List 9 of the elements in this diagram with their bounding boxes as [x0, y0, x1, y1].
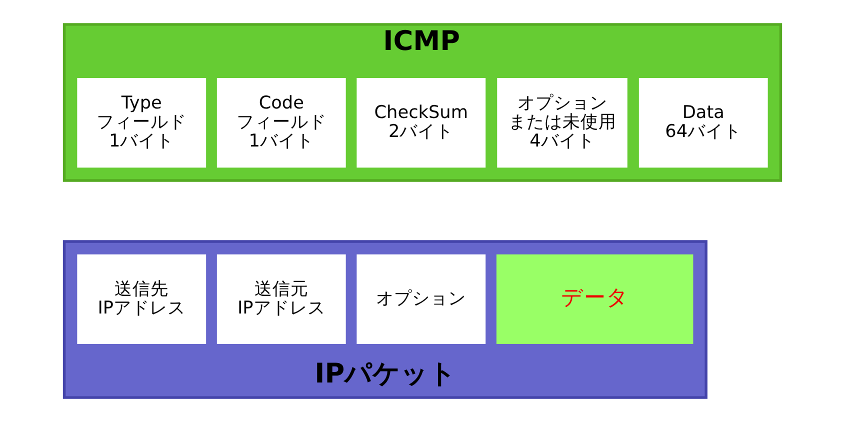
node-box: Codeフィールド 1バイト: [216, 78, 346, 168]
node-box: オプション: [356, 254, 486, 344]
node-box: データ: [496, 254, 693, 344]
node-box: CheckSum 2バイト: [356, 78, 486, 168]
node-box: 送信先 IPアドレス: [76, 254, 206, 344]
node-box: Data 64バイト: [638, 78, 768, 168]
node-box: オプションまたは未使用 4バイト: [496, 78, 627, 168]
node-box: 送信元 IPアドレス: [216, 254, 346, 344]
node-box: Typeフィールド 1バイト: [76, 78, 206, 168]
